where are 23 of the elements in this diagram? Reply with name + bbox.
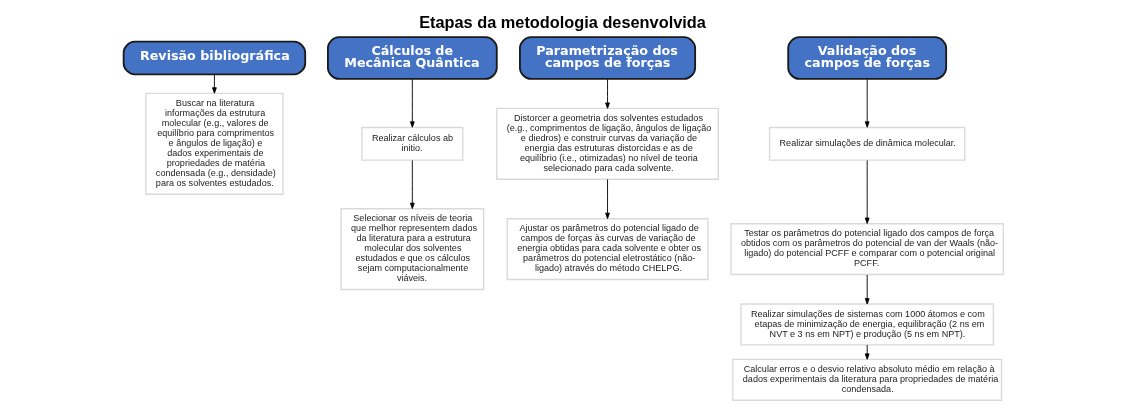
node-box: Distorcer a geometria dos solventes estudados (e.g., comprimentos de ligação, ângulos de ligação e diedros) e construir curvas da variação de energia das estruturas distorcidas e as de equilíbrio (i.e., otimizadas) no nível de teoria selecionado para cada solvente. bbox=[496, 107, 719, 180]
node-box: Selecionar os níveis de teoria que melhor representem dados da literatura para a estrutura molecular dos solventes estudados e que os cálculos sejam computacionalmente viáveis. bbox=[340, 208, 485, 291]
arrow bbox=[864, 274, 870, 305]
node-box: Realizar simulações de sistemas com 1000 átomos e com etapas de minimização de energia, equilibração (2 ns em NVT e 3 ns em NPT) e produção (5 ns em NPT). bbox=[740, 303, 995, 346]
node-box: Revisão bibliográfica bbox=[122, 40, 307, 76]
node-box: Realizar cálculos ab initio. bbox=[361, 126, 464, 161]
arrow bbox=[409, 78, 415, 128]
arrow bbox=[409, 159, 415, 210]
node-box: Ajustar os parâmetros do potencial ligado de campos de forças às curvas de variação de energia obtidas para cada solvente e obter os parâmetros do potencial eletrostático (não-ligado) através do método CHELPG. bbox=[506, 218, 709, 281]
node-box: Realizar simulações de dinâmica molecular. bbox=[768, 126, 966, 161]
arrow bbox=[864, 78, 870, 128]
diagram-title: Etapas da metodologia desenvolvida bbox=[419, 12, 706, 31]
arrow bbox=[212, 74, 217, 94]
arrow bbox=[864, 159, 870, 224]
arrow bbox=[605, 78, 610, 109]
node-box: Validação dos campos de forças bbox=[787, 36, 948, 80]
node-box: Parametrização dos campos de forças bbox=[519, 36, 697, 80]
node-box: Testar os parâmetros do potencial ligado dos campos de força obtidos com os parâmetros do potencial de van der Waals (não-ligado) do potencial PCFF e comparar com o potencial original PCFF. bbox=[730, 223, 1005, 276]
node-box: Calcular erros e o desvio relativo absoluto médio em relação à dados experimentais da literatura para propriedades de matéria condensada. bbox=[732, 358, 1003, 401]
node-box: Buscar na literatura informações da estrutura molecular (e.g., valores de equilíbrio para comprimentos e ângulos de ligação) e dados experimentais de propriedades de matéria condensada (e.g., densidade) para os solventes estudados. bbox=[145, 92, 284, 195]
arrow bbox=[605, 179, 610, 220]
node-box: Cálculos de Mecânica Quântica bbox=[327, 36, 498, 80]
arrow bbox=[864, 344, 870, 360]
